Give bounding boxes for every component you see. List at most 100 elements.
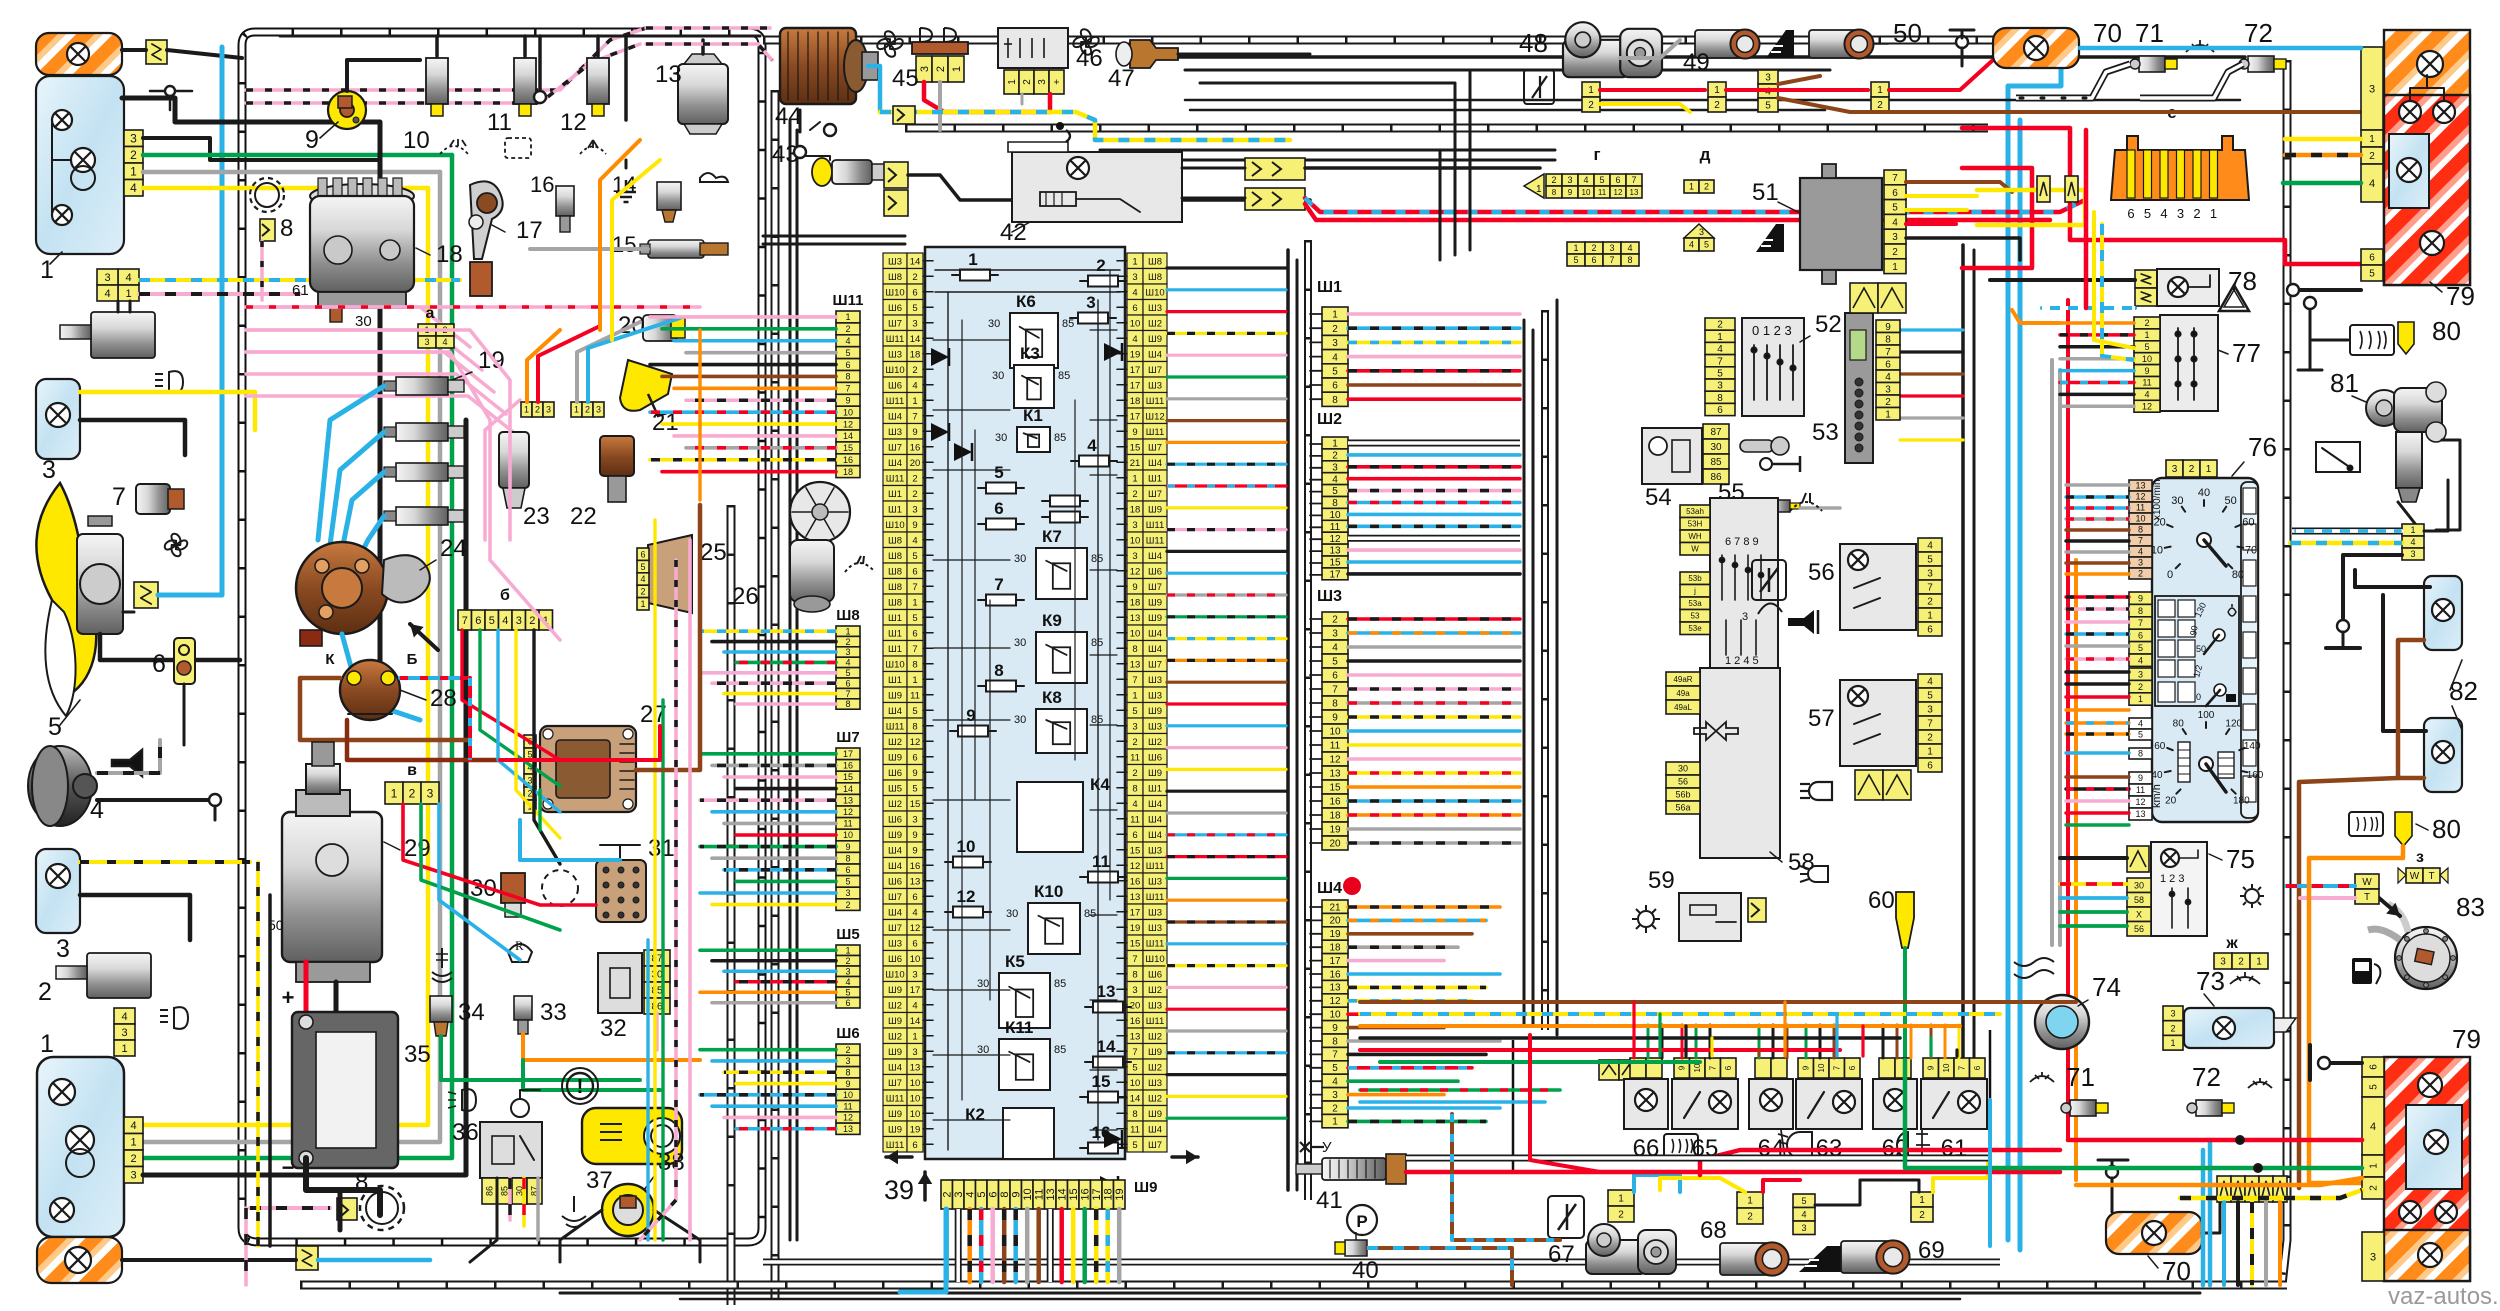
svg-text:2: 2 (2369, 1185, 2380, 1191)
svg-text:20: 20 (2154, 517, 2166, 529)
svg-text:19: 19 (1130, 923, 1141, 934)
svg-text:8: 8 (999, 1191, 1011, 1197)
svg-text:9: 9 (2138, 773, 2143, 783)
svg-text:68: 68 (1700, 1217, 1727, 1244)
svg-text:3: 3 (845, 888, 850, 898)
svg-text:4: 4 (1892, 217, 1898, 228)
svg-text:30: 30 (992, 370, 1004, 382)
svg-text:2: 2 (1591, 243, 1596, 253)
svg-text:5: 5 (1332, 367, 1338, 378)
svg-text:1: 1 (1877, 85, 1883, 96)
svg-text:1: 1 (2144, 330, 2149, 340)
svg-text:10: 10 (910, 1109, 921, 1120)
svg-text:3: 3 (912, 319, 917, 330)
svg-text:4: 4 (1332, 474, 1338, 485)
svg-text:11: 11 (1130, 753, 1140, 764)
svg-text:5: 5 (976, 1191, 988, 1197)
svg-text:2: 2 (2369, 151, 2375, 162)
svg-text:15: 15 (1130, 443, 1141, 454)
svg-text:Ш6: Ш6 (1148, 970, 1162, 981)
svg-text:2: 2 (1714, 100, 1720, 111)
svg-text:б: б (500, 587, 510, 604)
svg-text:Ш5: Ш5 (888, 784, 902, 795)
svg-text:W: W (2410, 871, 2420, 882)
svg-text:71: 71 (2066, 1062, 2095, 1092)
svg-text:Ш6: Ш6 (1148, 567, 1162, 578)
svg-text:12: 12 (843, 419, 853, 429)
svg-text:18: 18 (1329, 943, 1341, 954)
svg-text:Ш8: Ш8 (888, 582, 902, 593)
svg-text:4: 4 (130, 181, 137, 195)
svg-text:4: 4 (130, 1120, 136, 1132)
svg-text:10: 10 (1329, 510, 1341, 521)
svg-text:23: 23 (523, 503, 550, 530)
svg-text:85: 85 (1062, 318, 1074, 330)
svg-text:К10: К10 (1034, 882, 1063, 901)
svg-text:12: 12 (2135, 492, 2145, 502)
svg-text:10: 10 (403, 127, 430, 154)
svg-text:50: 50 (2225, 495, 2237, 507)
svg-text:Ш6: Ш6 (1148, 753, 1162, 764)
svg-text:5: 5 (1332, 1063, 1338, 1074)
svg-text:2: 2 (1332, 324, 1338, 335)
svg-text:8: 8 (1132, 644, 1137, 655)
svg-text:2: 2 (1885, 397, 1891, 408)
svg-text:6: 6 (912, 567, 917, 578)
svg-text:Ш2: Ш2 (888, 1001, 902, 1012)
svg-text:2: 2 (130, 1153, 136, 1165)
svg-text:8: 8 (845, 1067, 850, 1077)
svg-text:14: 14 (910, 1016, 921, 1027)
svg-text:К1: К1 (1023, 406, 1043, 425)
svg-text:74: 74 (2092, 972, 2121, 1002)
svg-text:76: 76 (2248, 432, 2277, 462)
svg-text:85: 85 (1091, 714, 1103, 726)
svg-text:3: 3 (1132, 551, 1137, 562)
svg-text:10: 10 (910, 1078, 921, 1089)
svg-text:17: 17 (1130, 412, 1141, 423)
svg-text:Ш7: Ш7 (1148, 365, 1162, 376)
svg-text:11: 11 (843, 1101, 852, 1111)
svg-text:1: 1 (912, 598, 917, 609)
svg-text:Ш2: Ш2 (1148, 1032, 1162, 1043)
svg-text:Ш3: Ш3 (888, 427, 902, 438)
svg-text:5: 5 (489, 615, 495, 627)
svg-text:Ш6: Ш6 (888, 768, 902, 779)
svg-text:5: 5 (912, 551, 917, 562)
svg-text:53H: 53H (1688, 520, 1703, 529)
svg-text:2: 2 (2144, 318, 2149, 328)
svg-text:13: 13 (2135, 481, 2145, 491)
svg-text:4: 4 (845, 658, 850, 668)
svg-text:53a: 53a (1688, 599, 1702, 608)
svg-text:7: 7 (1132, 675, 1137, 686)
svg-text:85: 85 (1091, 637, 1103, 649)
svg-text:80: 80 (2432, 814, 2461, 844)
svg-text:Ш1: Ш1 (888, 489, 902, 500)
svg-text:7: 7 (1958, 1065, 1967, 1070)
svg-text:24: 24 (440, 535, 467, 562)
svg-text:3: 3 (2177, 206, 2184, 221)
svg-text:Ш9: Ш9 (1148, 505, 1162, 516)
svg-text:3: 3 (1132, 272, 1137, 283)
svg-text:2: 2 (1927, 597, 1933, 608)
svg-text:12: 12 (1130, 567, 1141, 578)
svg-text:30: 30 (977, 978, 989, 990)
svg-text:!: ! (577, 1076, 584, 1098)
svg-text:1: 1 (1618, 1194, 1624, 1205)
svg-text:48: 48 (1519, 28, 1548, 58)
svg-text:1: 1 (2210, 206, 2217, 221)
svg-text:3: 3 (2138, 558, 2143, 568)
svg-text:17: 17 (1329, 956, 1341, 967)
svg-text:13: 13 (843, 1124, 853, 1134)
svg-text:3: 3 (1801, 1223, 1806, 1233)
svg-text:5: 5 (1132, 1140, 1137, 1151)
svg-text:87: 87 (1710, 427, 1722, 438)
svg-text:Ш1: Ш1 (888, 505, 902, 516)
svg-text:20: 20 (2165, 795, 2177, 806)
svg-text:7: 7 (2138, 618, 2143, 628)
svg-text:3: 3 (1132, 520, 1137, 531)
svg-text:Ш9: Ш9 (888, 985, 902, 996)
svg-text:16: 16 (1080, 1188, 1092, 1200)
svg-text:4: 4 (2369, 178, 2375, 190)
svg-text:9: 9 (1927, 1065, 1936, 1070)
svg-text:6: 6 (1724, 1065, 1733, 1070)
